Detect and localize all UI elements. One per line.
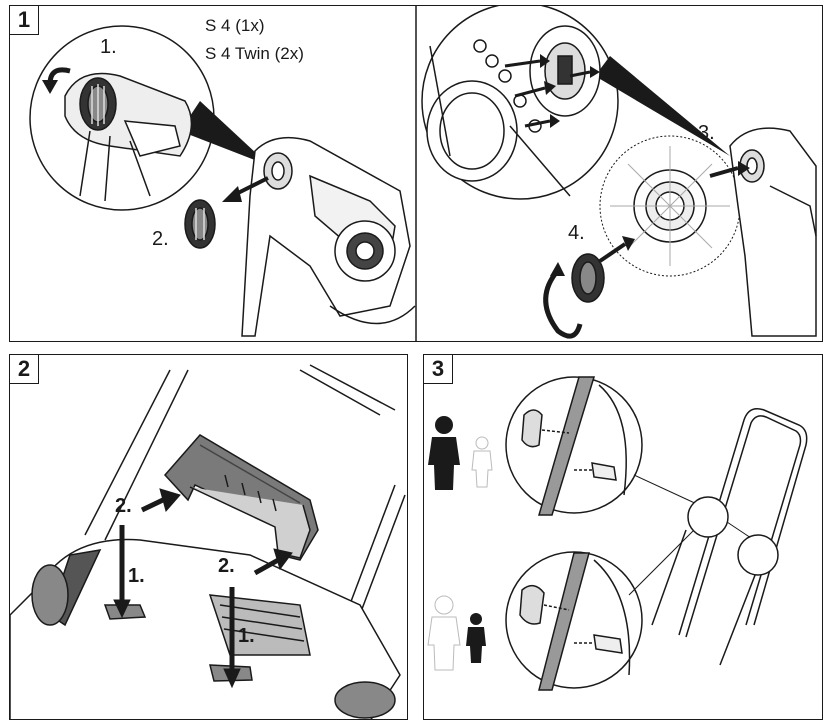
panel-3: 3 (423, 354, 823, 720)
step-3-label: 3. (698, 122, 715, 144)
panel-1-illustration (29, 6, 817, 341)
detail-marker-1 (687, 496, 729, 538)
person-icon-dark-small (466, 613, 486, 663)
brush-wheel (599, 135, 741, 277)
model-line-2: S 4 Twin (2x) (205, 44, 304, 63)
panel-3-illustration (427, 376, 808, 691)
step-1a-label: 1. (128, 565, 145, 587)
brush-hub-zoom (426, 25, 601, 197)
step-2-label: 2. (152, 228, 169, 250)
step-4-label: 4. (568, 222, 585, 244)
panel-2-illustration (10, 364, 406, 719)
person-icon-light-small (471, 436, 493, 488)
wheel-cap (184, 199, 216, 249)
panel-3-number: 3 (424, 355, 453, 384)
rotate-arrow-icon-right (543, 272, 583, 339)
step-1b-label: 1. (238, 625, 255, 647)
brush-cap (571, 253, 605, 303)
step-1-label: 1. (100, 36, 117, 58)
push-arrow-icon-zoom (504, 54, 600, 128)
panel-2: 2 (9, 354, 408, 720)
person-icon-light-large (427, 595, 461, 671)
step-2a-label: 2. (115, 495, 132, 517)
detail-marker-2 (737, 534, 779, 576)
model-line-1: S 4 (1x) (205, 16, 265, 35)
step-2b-label: 2. (218, 555, 235, 577)
wheel-cap-zoom (64, 72, 193, 202)
person-icon-dark-large (428, 416, 460, 490)
zoom-circle-bottom (505, 551, 643, 689)
mower-top (10, 538, 401, 719)
mower-body-right (729, 127, 817, 337)
panel-1: 1 (9, 5, 823, 342)
mower-body-left (241, 136, 416, 337)
panel-2-number: 2 (10, 355, 39, 384)
handle-cover (163, 434, 319, 561)
panel-1-number: 1 (10, 6, 39, 35)
handle-frame (651, 408, 808, 666)
